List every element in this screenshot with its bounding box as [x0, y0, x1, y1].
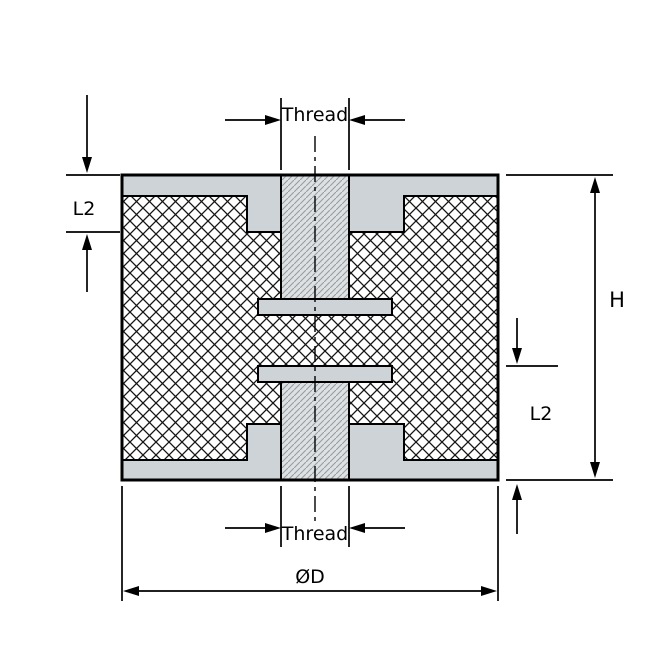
- bottom-insert-flange-bar: [257, 365, 393, 383]
- arrowhead: [512, 348, 522, 364]
- arrowhead: [123, 586, 139, 596]
- l2-right-label: L2: [530, 403, 553, 425]
- dim-thread-bottom: Thread: [225, 486, 405, 547]
- arrowhead: [481, 586, 497, 596]
- arrowhead: [590, 462, 600, 478]
- thread-bottom-label: Thread: [281, 523, 348, 545]
- top-insert-flange-bar: [257, 298, 393, 316]
- arrowhead: [512, 484, 522, 500]
- dim-thread-top: Thread: [225, 98, 405, 170]
- dim-l2-right: L2: [506, 318, 558, 534]
- arrowhead: [265, 115, 281, 125]
- arrowhead: [349, 115, 365, 125]
- mount-body: [120, 173, 500, 482]
- arrowhead: [265, 523, 281, 533]
- arrowhead: [82, 157, 92, 173]
- dim-l2-left: L2: [66, 95, 120, 292]
- arrowhead: [349, 523, 365, 533]
- arrowhead: [590, 177, 600, 193]
- dim-height: H: [506, 174, 625, 481]
- bottom-thread-bore: [257, 365, 393, 480]
- l2-left-label: L2: [73, 198, 96, 220]
- diameter-label: ØD: [295, 566, 325, 588]
- dim-diameter: ØD: [121, 486, 499, 601]
- thread-top-label: Thread: [281, 104, 348, 126]
- arrowhead: [82, 234, 92, 250]
- body-outline: [120, 173, 500, 482]
- height-label: H: [609, 288, 625, 312]
